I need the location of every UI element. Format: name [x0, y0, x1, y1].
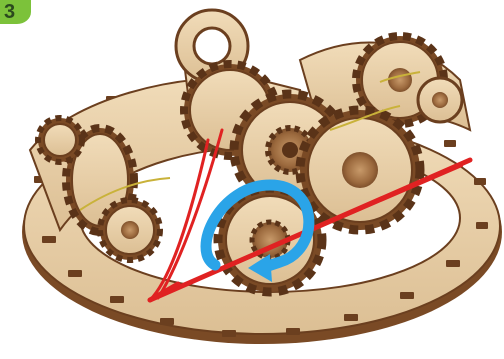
gear-right — [300, 110, 420, 230]
gear-back-left-small — [38, 118, 82, 162]
gear-right-axle — [418, 78, 462, 122]
gear-left-front — [100, 200, 160, 260]
